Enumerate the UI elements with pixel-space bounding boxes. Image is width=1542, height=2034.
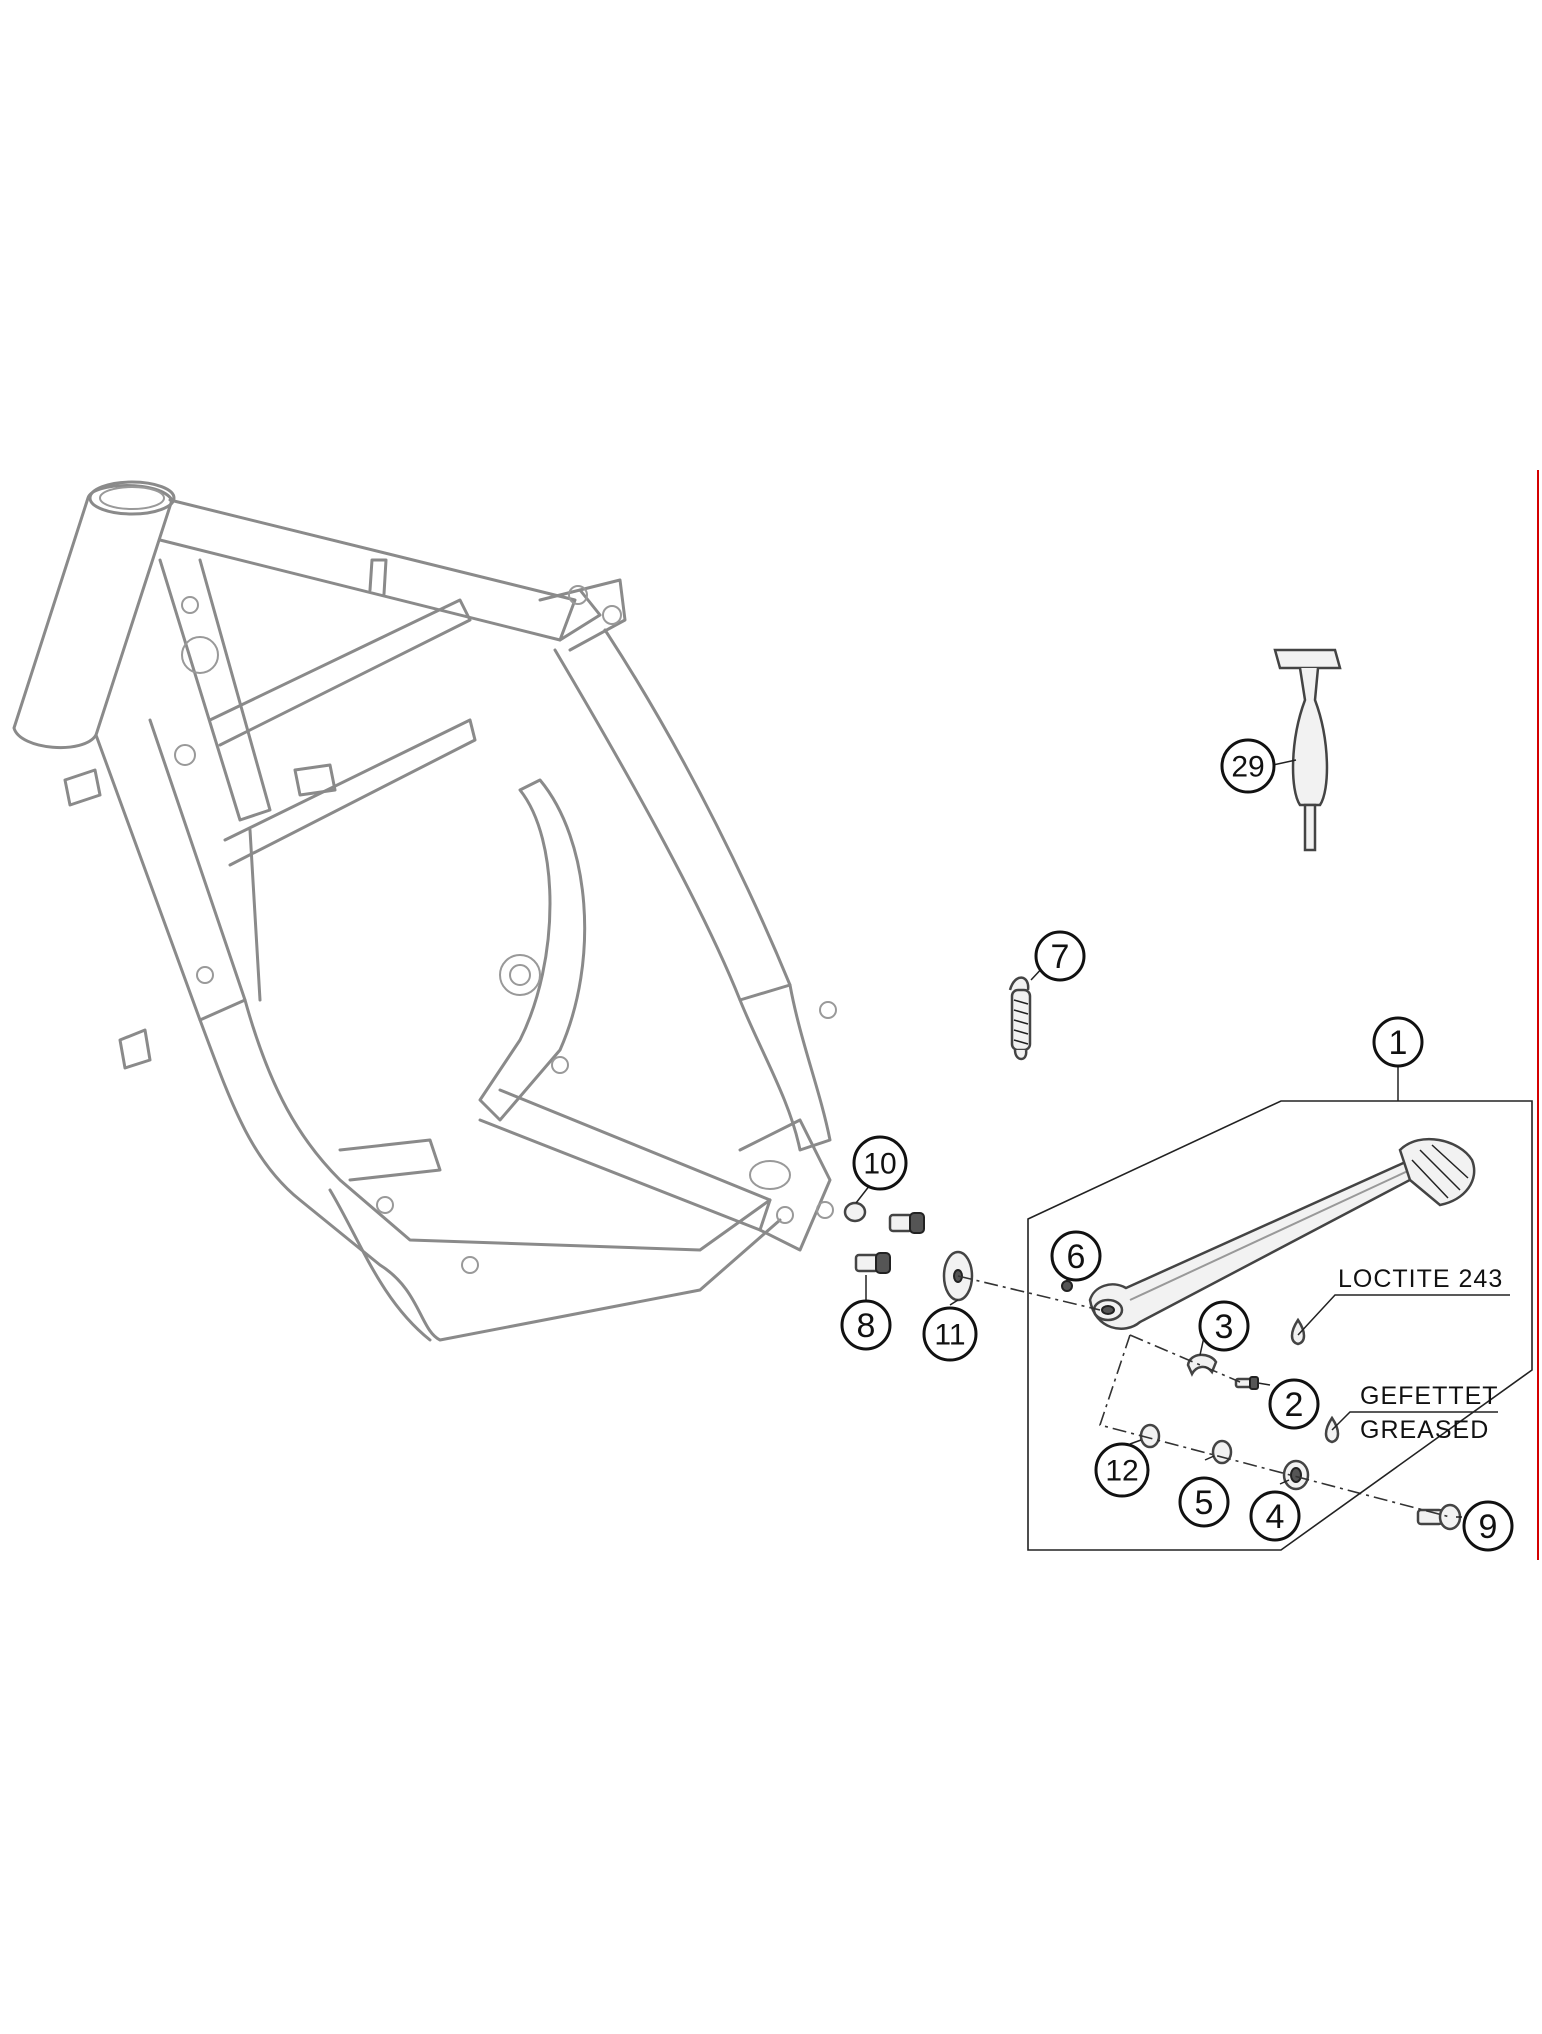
part-9-bolt <box>1416 1503 1462 1531</box>
svg-text:6: 6 <box>1067 1238 1086 1276</box>
svg-text:4: 4 <box>1266 1498 1285 1536</box>
callout-12: 12 <box>1094 1442 1150 1498</box>
part-1-side-stand <box>1088 1137 1476 1330</box>
svg-text:9: 9 <box>1479 1508 1498 1546</box>
svg-text:8: 8 <box>857 1307 876 1345</box>
part-10-o-ring <box>843 1201 867 1223</box>
callout-4: 4 <box>1249 1490 1301 1542</box>
leader-12 <box>1129 1439 1142 1445</box>
callout-7: 7 <box>1034 930 1086 982</box>
part-6-nut <box>1061 1280 1073 1292</box>
svg-text:12: 12 <box>1105 1455 1138 1488</box>
svg-text:5: 5 <box>1195 1484 1214 1522</box>
part-5-o-ring <box>1211 1439 1233 1465</box>
part-29-tool <box>1273 648 1342 852</box>
callout-8: 8 <box>840 1299 892 1351</box>
note-loctite: LOCTITE 243 <box>1338 1265 1503 1293</box>
leader-2 <box>1257 1382 1271 1386</box>
loctite-drop-icon <box>1290 1317 1306 1346</box>
assembly-axis-upper <box>957 1275 1101 1311</box>
leader-grease <box>1331 1411 1498 1431</box>
svg-text:1: 1 <box>1389 1024 1408 1062</box>
assembly-axis-clip <box>1129 1334 1241 1383</box>
callout-1: 1 <box>1372 1016 1424 1068</box>
part-3-clip <box>1186 1353 1218 1377</box>
leader-5 <box>1204 1455 1215 1461</box>
svg-text:11: 11 <box>934 1319 965 1352</box>
assembly-axis-lower <box>1098 1334 1451 1518</box>
svg-text:29: 29 <box>1231 751 1264 784</box>
callout-2: 2 <box>1268 1378 1320 1430</box>
part-7-spring <box>1008 976 1032 1061</box>
svg-text:7: 7 <box>1051 938 1070 976</box>
leader-11 <box>949 1299 959 1306</box>
svg-text:3: 3 <box>1215 1308 1234 1346</box>
leader-loctite <box>1297 1294 1510 1336</box>
svg-text:2: 2 <box>1285 1386 1304 1424</box>
part-8-bolt <box>854 1252 891 1274</box>
note-greased-en: GREASED <box>1360 1416 1489 1444</box>
leader-29 <box>1272 759 1297 766</box>
svg-text:10: 10 <box>863 1148 896 1181</box>
leader-4 <box>1279 1479 1290 1485</box>
part-2-screw <box>1234 1376 1259 1390</box>
callout-29: 29 <box>1220 738 1276 794</box>
note-greased-de: GEFETTET <box>1360 1382 1499 1410</box>
callout-10: 10 <box>852 1135 908 1191</box>
callout-9: 9 <box>1462 1500 1514 1552</box>
leader-10 <box>855 1184 871 1204</box>
callout-6: 6 <box>1050 1230 1102 1282</box>
motorcycle-frame <box>12 480 837 1342</box>
callout-5: 5 <box>1178 1476 1230 1528</box>
callout-11: 11 <box>922 1306 978 1362</box>
part-1-group-box <box>1027 1100 1533 1551</box>
part-4-bushing <box>1282 1459 1310 1491</box>
part-bolt-upper <box>888 1212 925 1234</box>
callout-3: 3 <box>1198 1300 1250 1352</box>
